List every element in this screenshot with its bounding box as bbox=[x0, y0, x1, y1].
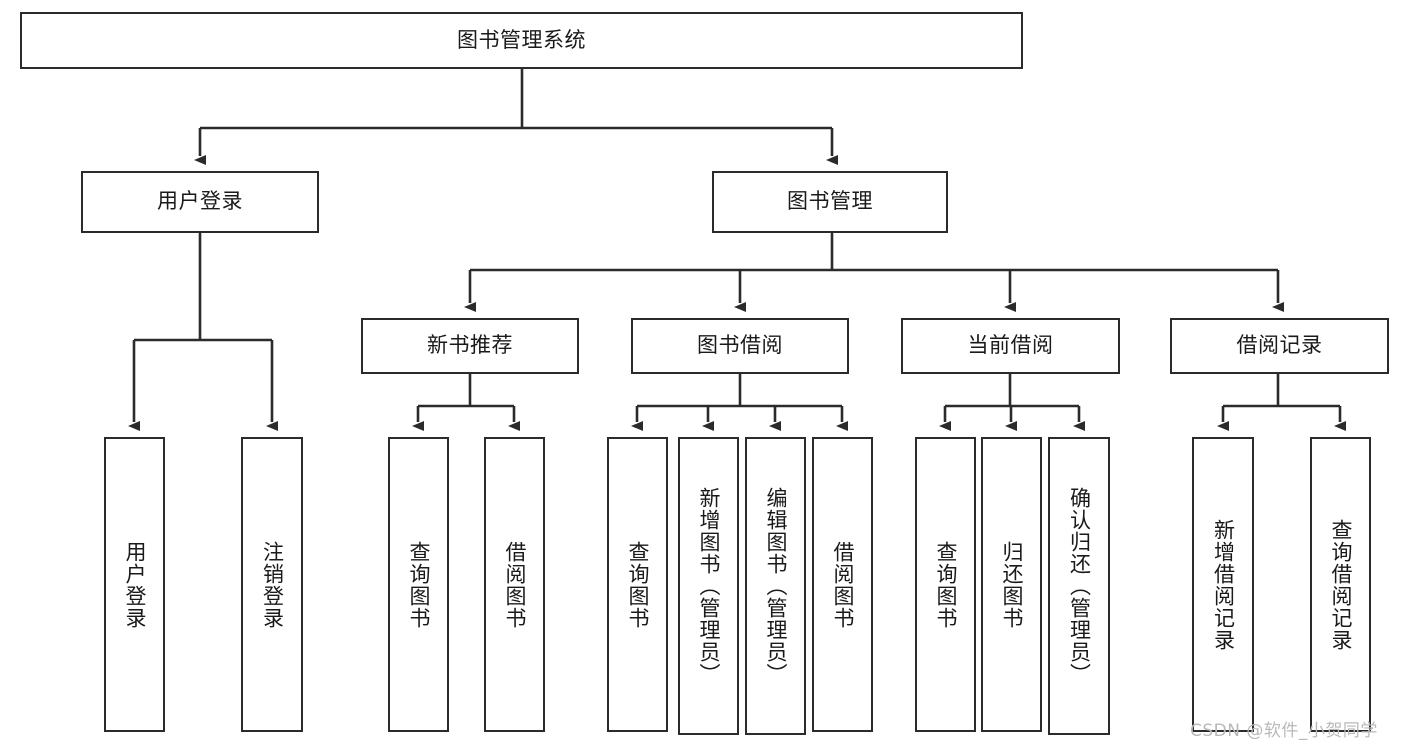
node-book-manage[interactable]: 图书管理 bbox=[712, 171, 948, 233]
node-leaf-query-book-1[interactable]: 查询图书 bbox=[388, 437, 449, 732]
node-leaf-borrow-book-1-label: 借阅图书 bbox=[502, 540, 527, 629]
node-root-label: 图书管理系统 bbox=[457, 27, 586, 52]
node-leaf-return-book[interactable]: 归还图书 bbox=[981, 437, 1042, 732]
node-leaf-add-record-label: 新增借阅记录 bbox=[1211, 518, 1236, 651]
node-leaf-confirm-return[interactable]: 确认归还（管理员） bbox=[1048, 437, 1110, 735]
node-leaf-query-book-2[interactable]: 查询图书 bbox=[607, 437, 668, 732]
node-leaf-borrow-book-2-label: 借阅图书 bbox=[830, 540, 855, 629]
node-leaf-edit-book[interactable]: 编辑图书（管理员） bbox=[745, 437, 806, 735]
node-borrow-record-label: 借阅记录 bbox=[1236, 333, 1323, 358]
node-leaf-add-record[interactable]: 新增借阅记录 bbox=[1192, 437, 1254, 732]
node-leaf-query-book-1-label: 查询图书 bbox=[406, 540, 431, 629]
node-leaf-add-book-label: 新增图书（管理员） bbox=[696, 487, 721, 685]
node-leaf-borrow-book-2[interactable]: 借阅图书 bbox=[812, 437, 873, 732]
node-root[interactable]: 图书管理系统 bbox=[20, 12, 1023, 69]
node-leaf-return-book-label: 归还图书 bbox=[999, 540, 1024, 629]
node-leaf-user-logout-label: 注销登录 bbox=[260, 540, 285, 629]
node-leaf-borrow-book-1[interactable]: 借阅图书 bbox=[484, 437, 545, 732]
node-new-book-recommend[interactable]: 新书推荐 bbox=[361, 318, 579, 374]
node-leaf-confirm-return-label: 确认归还（管理员） bbox=[1067, 487, 1092, 685]
node-book-borrow[interactable]: 图书借阅 bbox=[631, 318, 849, 374]
node-leaf-user-login[interactable]: 用户登录 bbox=[104, 437, 165, 732]
node-new-book-recommend-label: 新书推荐 bbox=[427, 333, 513, 358]
node-user-login[interactable]: 用户登录 bbox=[81, 171, 319, 233]
csdn-watermark: CSDN @软件_小贺同学 bbox=[1190, 721, 1378, 741]
node-leaf-query-book-3[interactable]: 查询图书 bbox=[915, 437, 976, 732]
node-leaf-user-logout[interactable]: 注销登录 bbox=[241, 437, 303, 732]
node-leaf-query-book-2-label: 查询图书 bbox=[625, 540, 650, 629]
node-leaf-query-record-label: 查询借阅记录 bbox=[1328, 518, 1353, 651]
node-borrow-record[interactable]: 借阅记录 bbox=[1170, 318, 1389, 374]
node-book-borrow-label: 图书借阅 bbox=[697, 333, 783, 358]
node-leaf-edit-book-label: 编辑图书（管理员） bbox=[763, 487, 788, 685]
node-current-borrow-label: 当前借阅 bbox=[967, 333, 1054, 358]
node-leaf-query-record[interactable]: 查询借阅记录 bbox=[1310, 437, 1371, 732]
node-book-manage-label: 图书管理 bbox=[787, 189, 873, 214]
node-leaf-user-login-label: 用户登录 bbox=[122, 540, 147, 629]
node-current-borrow[interactable]: 当前借阅 bbox=[901, 318, 1120, 374]
node-leaf-query-book-3-label: 查询图书 bbox=[933, 540, 958, 629]
node-user-login-label: 用户登录 bbox=[157, 189, 243, 214]
node-leaf-add-book[interactable]: 新增图书（管理员） bbox=[678, 437, 739, 735]
